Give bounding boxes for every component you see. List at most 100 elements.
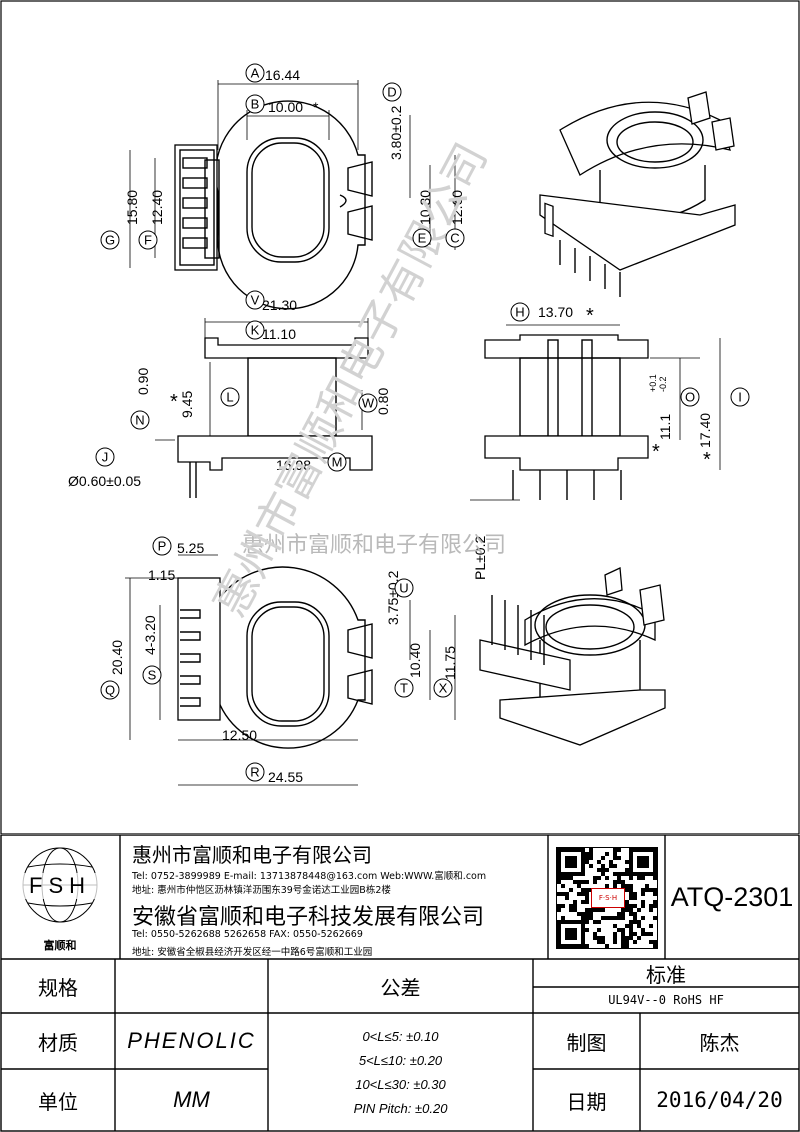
dim-O: 11.1 [657, 414, 673, 440]
svg-text:S: S [148, 668, 157, 683]
ref-letter-c: C [445, 228, 465, 248]
dim-B-star: * [313, 99, 319, 115]
tolerance-label: 公差 [380, 975, 421, 1000]
dim-L: 9.45 [179, 391, 195, 418]
svg-text:H: H [515, 305, 524, 320]
drawn-label: 制图 [566, 1030, 607, 1055]
ref-letter-r: R [245, 762, 265, 782]
svg-text:A: A [251, 66, 260, 81]
drawn-value: 陈杰 [699, 1030, 740, 1055]
dim-W: 0.80 [375, 388, 391, 415]
title-block-grid [0, 835, 800, 1132]
tel-anhui: Tel: 0550-5262688 5262658 FAX: 0550-5262… [132, 929, 363, 940]
dim-D: 3.80±0.2 [388, 105, 404, 160]
ref-letter-t: T [394, 678, 414, 698]
top-view [129, 80, 456, 310]
svg-text:M: M [332, 455, 343, 470]
ref-letter-o: O [680, 387, 700, 407]
spec-label: 规格 [38, 975, 78, 1000]
unit-label: 单位 [38, 1089, 78, 1114]
ref-letter-f: F [138, 230, 158, 250]
svg-text:B: B [251, 97, 260, 112]
tel-huizhou: Tel: 0752-3899989 E-mail: 13713878448@16… [132, 871, 487, 882]
dim-L-star: * [170, 391, 178, 413]
dim-O-tol-dn: -0.2 [658, 376, 668, 392]
dim-P2: 1.15 [148, 567, 175, 583]
svg-text:W: W [362, 396, 375, 411]
svg-text:K: K [251, 323, 260, 338]
ref-letter-e: E [412, 228, 432, 248]
ref-letter-k: K [245, 320, 265, 340]
svg-text:U: U [399, 581, 408, 596]
qr-logo: F·S·H [591, 888, 625, 908]
reference-letters: A B C D E F G VK N L W M J H O I P Q S U T X R [95, 63, 750, 782]
dim-Q: 20.40 [109, 640, 125, 675]
ref-letter-l: L [220, 387, 240, 407]
dim-H-star: * [586, 305, 594, 327]
svg-text:T: T [400, 681, 408, 696]
ref-letter-h: H [510, 302, 530, 322]
svg-text:G: G [105, 233, 115, 248]
dim-K: 11.10 [262, 326, 296, 342]
svg-text:Q: Q [105, 683, 115, 698]
dim-V: 21.30 [262, 297, 297, 313]
ref-letter-d: D [382, 82, 402, 102]
dim-G: 15.80 [124, 190, 140, 225]
ref-letter-a: A [245, 63, 265, 83]
dim-U: 3.75±0.2 [385, 570, 401, 625]
material-value: PHENOLIC [127, 1028, 256, 1053]
dim-A: 16.44 [265, 67, 300, 83]
ref-letter-g: G [100, 230, 120, 250]
dim-R: 24.55 [268, 769, 303, 785]
svg-text:J: J [102, 450, 109, 465]
ref-letter-v: V [245, 290, 265, 310]
svg-text:E: E [418, 231, 427, 246]
material-label: 材质 [38, 1030, 78, 1055]
isometric-view-bottom [479, 567, 666, 746]
logo-caption: 富顺和 [43, 939, 77, 952]
address-huizhou: 地址: 惠州市仲恺区沥林镇洋沥围东39号金诺达工业园B栋2楼 [132, 885, 391, 896]
tolerance-3: 10<L≤30: ±0.30 [355, 1077, 446, 1092]
ref-letter-b: B [245, 94, 265, 114]
company-name-huizhou: 惠州市富顺和电子有限公司 [132, 843, 372, 867]
front-view [155, 318, 373, 498]
ref-letter-m: M [327, 452, 347, 472]
watermark: 惠州市富顺和电子有限公司 [242, 533, 506, 558]
dim-B: 10.00 [268, 99, 303, 115]
company-name-anhui: 安徽省富顺和电子科技发展有限公司 [132, 905, 485, 930]
ref-letter-j: J [95, 447, 115, 467]
ref-letter-q: Q [100, 680, 120, 700]
logo-text: FSH [20, 873, 100, 899]
technical-drawing: 16.44 10.00 * 3.80±0.2 10.30 12.60 15.80… [0, 0, 800, 835]
bottom-view [125, 554, 456, 786]
dim-T: 10.40 [407, 643, 423, 678]
svg-text:N: N [135, 413, 144, 428]
dim-J: Ø0.60±0.05 [68, 473, 141, 489]
svg-text:I: I [738, 390, 742, 405]
svg-text:F: F [144, 233, 152, 248]
dim-P: 5.25 [177, 540, 204, 556]
unit-value: MM [173, 1087, 210, 1112]
ref-letter-p: P [152, 536, 172, 556]
dim-F: 12.40 [149, 190, 165, 225]
dim-I: 17.40 [697, 413, 713, 448]
date-label: 日期 [566, 1089, 607, 1114]
svg-text:P: P [158, 539, 167, 554]
dim-S: 4-3.20 [142, 615, 158, 655]
ref-letter-i: I [730, 387, 750, 407]
tolerance-1: 0<L≤5: ±0.10 [362, 1029, 439, 1044]
ref-letter-w: W [358, 393, 378, 413]
svg-text:X: X [439, 681, 448, 696]
svg-text:R: R [250, 765, 259, 780]
svg-text:L: L [226, 390, 233, 405]
address-anhui: 地址: 安徽省全椒县经济开发区经一中路6号富顺和工业园 [132, 947, 373, 958]
svg-text:V: V [251, 293, 260, 308]
dim-H: 13.70 [538, 304, 573, 320]
dim-N: 0.90 [135, 368, 151, 395]
dim-E: 10.30 [417, 190, 433, 225]
part-number: ATQ-2301 [670, 881, 794, 912]
dim-M: 16.98 [276, 457, 311, 473]
ref-letter-x: X [433, 678, 453, 698]
standard-value: UL94V--0 RoHS HF [608, 993, 724, 1007]
isometric-view-top [539, 91, 736, 297]
